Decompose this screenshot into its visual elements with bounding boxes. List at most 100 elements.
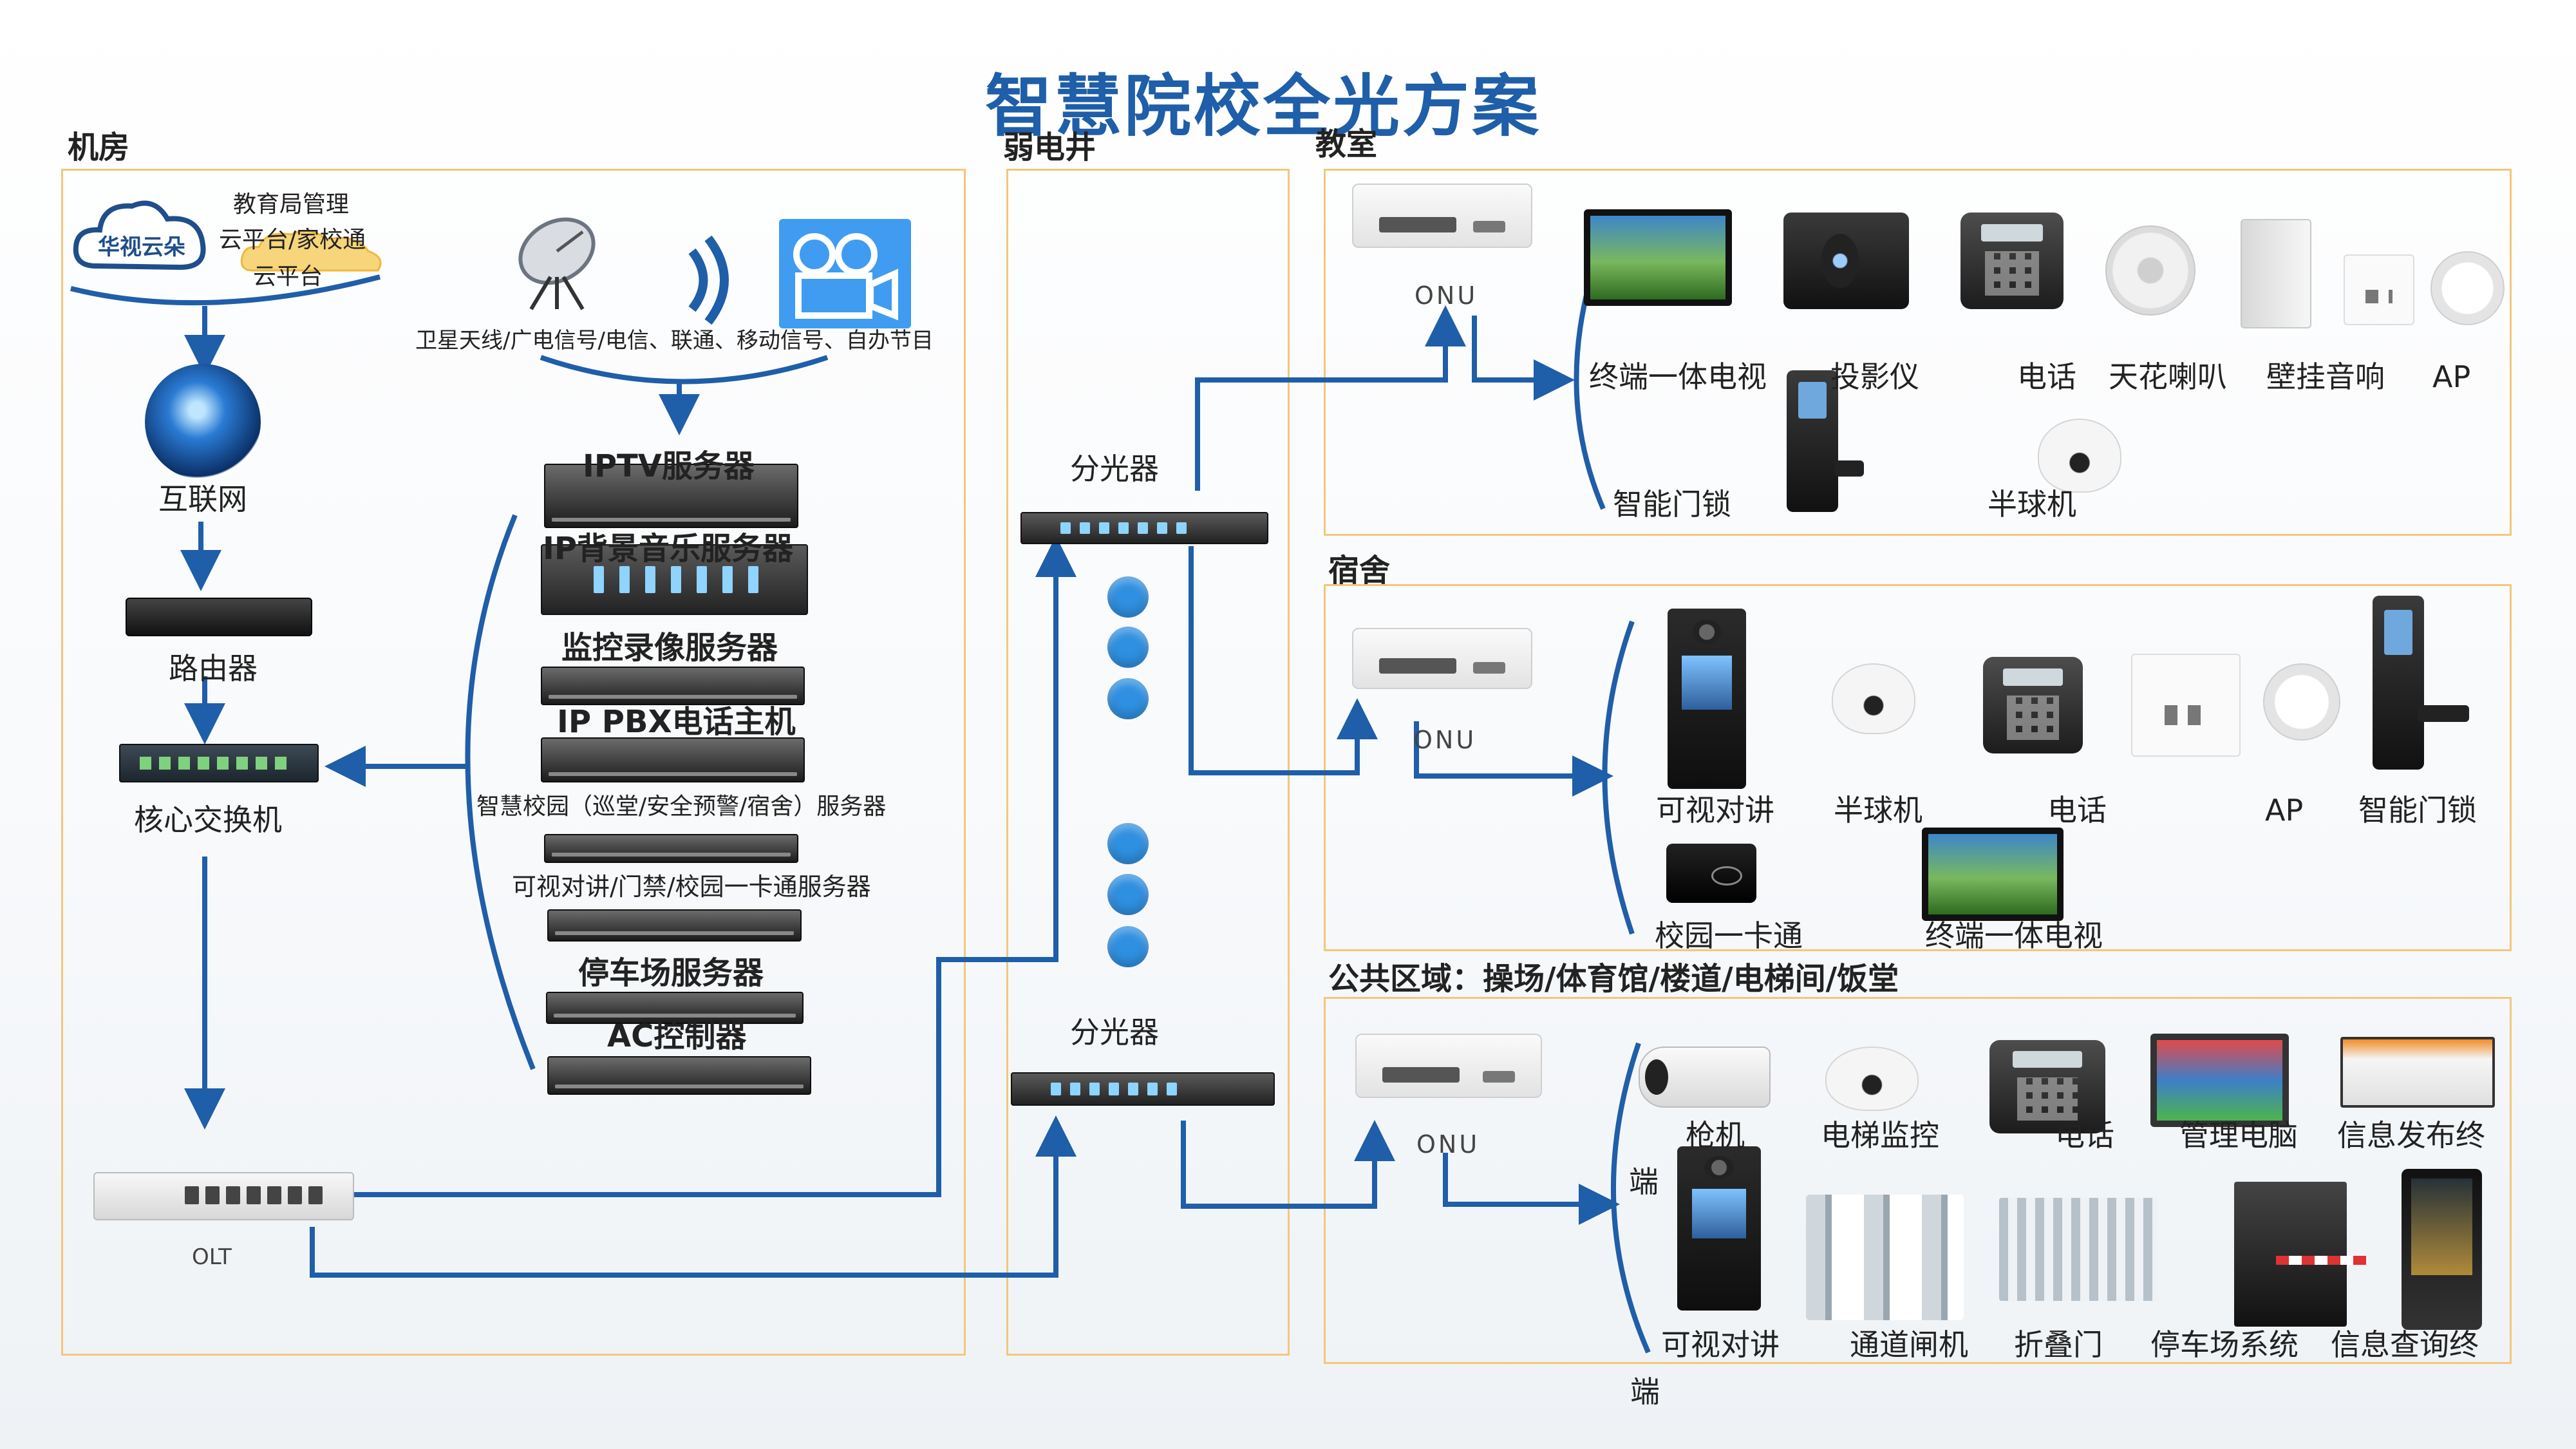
dorm-label-phone: 电话 [2047, 793, 2107, 828]
server-ip-pbx [541, 737, 805, 782]
router-device [126, 598, 312, 636]
dorm-onu-device [1352, 628, 1532, 689]
public-label-elevator-camera: 电梯监控 [1821, 1118, 1939, 1153]
core-switch-label: 核心交换机 [134, 802, 282, 837]
dorm-onu-label: ONU [1413, 726, 1477, 754]
server-video-recorder [541, 667, 805, 705]
management-pc-device [2150, 1034, 2289, 1127]
classroom-onu-label: ONU [1415, 281, 1478, 310]
server-parking [546, 992, 804, 1024]
classroom-label-tv: 终端一体电视 [1589, 359, 1767, 394]
server-background-music [541, 544, 808, 615]
router-label: 路由器 [169, 651, 258, 686]
zone-label-classroom: 教室 [1315, 126, 1378, 162]
classroom-onu-device [1352, 184, 1532, 248]
cloud-note-line-1: 教育局管理 [233, 191, 350, 218]
server-label-iptv: IPTV服务器 [583, 448, 755, 484]
dorm-wall-ap-panel-device [2131, 654, 2241, 757]
zone-label-dormitory: 宿舍 [1328, 553, 1391, 589]
dorm-label-ap: AP [2265, 793, 2304, 828]
classroom-ap-device [2430, 251, 2505, 325]
dorm-label-campus-card: 校园一卡通 [1655, 918, 1803, 953]
splitter-top-label: 分光器 [1070, 451, 1159, 486]
dorm-smart-lock-device [2373, 596, 2424, 770]
server-iptv [544, 464, 798, 528]
dorm-intercom-device [1668, 609, 1746, 789]
server-label-video-recorder: 监控录像服务器 [561, 630, 778, 666]
internet-label: 互联网 [158, 482, 247, 516]
public-label-info-display: 信息发布终 [2337, 1118, 2485, 1153]
server-ac-controller [547, 1056, 811, 1095]
info-display-device [2340, 1037, 2495, 1108]
dorm-label-smart-lock: 智能门锁 [2358, 793, 2477, 828]
cloud-note-line-2: 云平台/家校通 [219, 227, 366, 253]
dorm-dome-camera-device [1832, 663, 1915, 734]
satellite-dish-icon [512, 206, 605, 312]
server-label-ac-controller: AC控制器 [607, 1018, 747, 1054]
splitter-top-device [1020, 512, 1268, 544]
zone-label-machine-room: 机房 [68, 129, 130, 166]
wall-ap-panel-device [2344, 254, 2414, 325]
server-intercom-access [547, 909, 802, 942]
server-label-parking: 停车场服务器 [578, 955, 764, 991]
ellipsis-dot [1107, 576, 1149, 618]
server-label-smart-campus: 智慧校园（巡堂/安全预警/宿舍）服务器 [476, 793, 887, 820]
server-label-intercom-access: 可视对讲/门禁/校园一卡通服务器 [512, 873, 871, 901]
olt-device [93, 1172, 354, 1220]
classroom-lock-handle [1835, 460, 1864, 477]
public-onu-device [1355, 1034, 1542, 1098]
bullet-camera-device [1639, 1046, 1771, 1108]
dorm-ap-device [2263, 663, 2340, 741]
zone-weak-well [1006, 169, 1290, 1356]
classroom-phone-device [1960, 213, 2064, 309]
zone-label-weak-well: 弱电井 [1003, 129, 1096, 166]
cloud-logo-text: 华视云朵 [98, 234, 185, 260]
folding-door-device [1999, 1198, 2157, 1301]
parking-barrier-arm [2276, 1256, 2366, 1265]
core-switch-device [119, 744, 319, 782]
public-label-info-display-cont: 端 [1629, 1164, 1659, 1199]
public-phone-device [1989, 1040, 2105, 1133]
parking-system-device [2234, 1182, 2347, 1327]
dorm-tv-device [1922, 828, 2064, 921]
public-label-turnstile: 通道闸机 [1850, 1327, 1968, 1362]
server-smart-campus [544, 834, 798, 863]
ellipsis-dot [1107, 874, 1149, 915]
classroom-smart-lock-device [1787, 370, 1838, 512]
dorm-label-dome-camera: 半球机 [1834, 793, 1923, 828]
splitter-bottom-device [1011, 1072, 1275, 1106]
classroom-label-dome-camera: 半球机 [1988, 487, 2076, 522]
dorm-label-intercom: 可视对讲 [1656, 793, 1774, 828]
elevator-camera-device [1825, 1046, 1919, 1111]
classroom-label-projector: 投影仪 [1830, 359, 1919, 394]
public-onu-label: ONU [1416, 1130, 1480, 1159]
ellipsis-dot [1107, 926, 1149, 967]
public-label-management-pc: 管理电脑 [2179, 1118, 2298, 1153]
ceiling-speaker-device [2105, 225, 2195, 316]
page-title: 智慧院校全光方案 [985, 67, 1542, 146]
public-intercom-device [1677, 1146, 1761, 1311]
server-label-background-music: IP背景音乐服务器 [543, 531, 794, 567]
classroom-dome-camera-device [2038, 419, 2121, 493]
signal-sources-label: 卫星天线/广电信号/电信、联通、移动信号、自办节目 [415, 328, 934, 354]
server-label-ip-pbx: IP PBX电话主机 [557, 704, 796, 740]
classroom-label-wall-speaker: 壁挂音响 [2266, 359, 2385, 394]
info-kiosk-device [2402, 1169, 2482, 1330]
wall-speaker-device [2241, 219, 2311, 328]
ellipsis-dot [1107, 627, 1149, 668]
cloud-note-line-3: 云平台 [253, 263, 323, 290]
cloud-note-bubble [240, 230, 382, 272]
turnstile-device [1806, 1195, 1964, 1320]
public-label-info-kiosk-cont: 端 [1630, 1374, 1660, 1409]
dorm-phone-device [1983, 657, 2083, 753]
public-label-parking-system: 停车场系统 [2150, 1327, 2299, 1362]
internet-globe-icon [145, 364, 261, 480]
classroom-label-ap: AP [2432, 359, 2471, 394]
cloud-logo-icon: 华视云朵 [71, 190, 212, 280]
dorm-label-tv: 终端一体电视 [1925, 918, 2103, 953]
ellipsis-dot [1107, 823, 1149, 864]
classroom-label-ceiling-speaker: 天花喇叭 [2109, 359, 2227, 394]
video-camera-icon [779, 219, 911, 328]
olt-label: OLT [192, 1244, 232, 1270]
